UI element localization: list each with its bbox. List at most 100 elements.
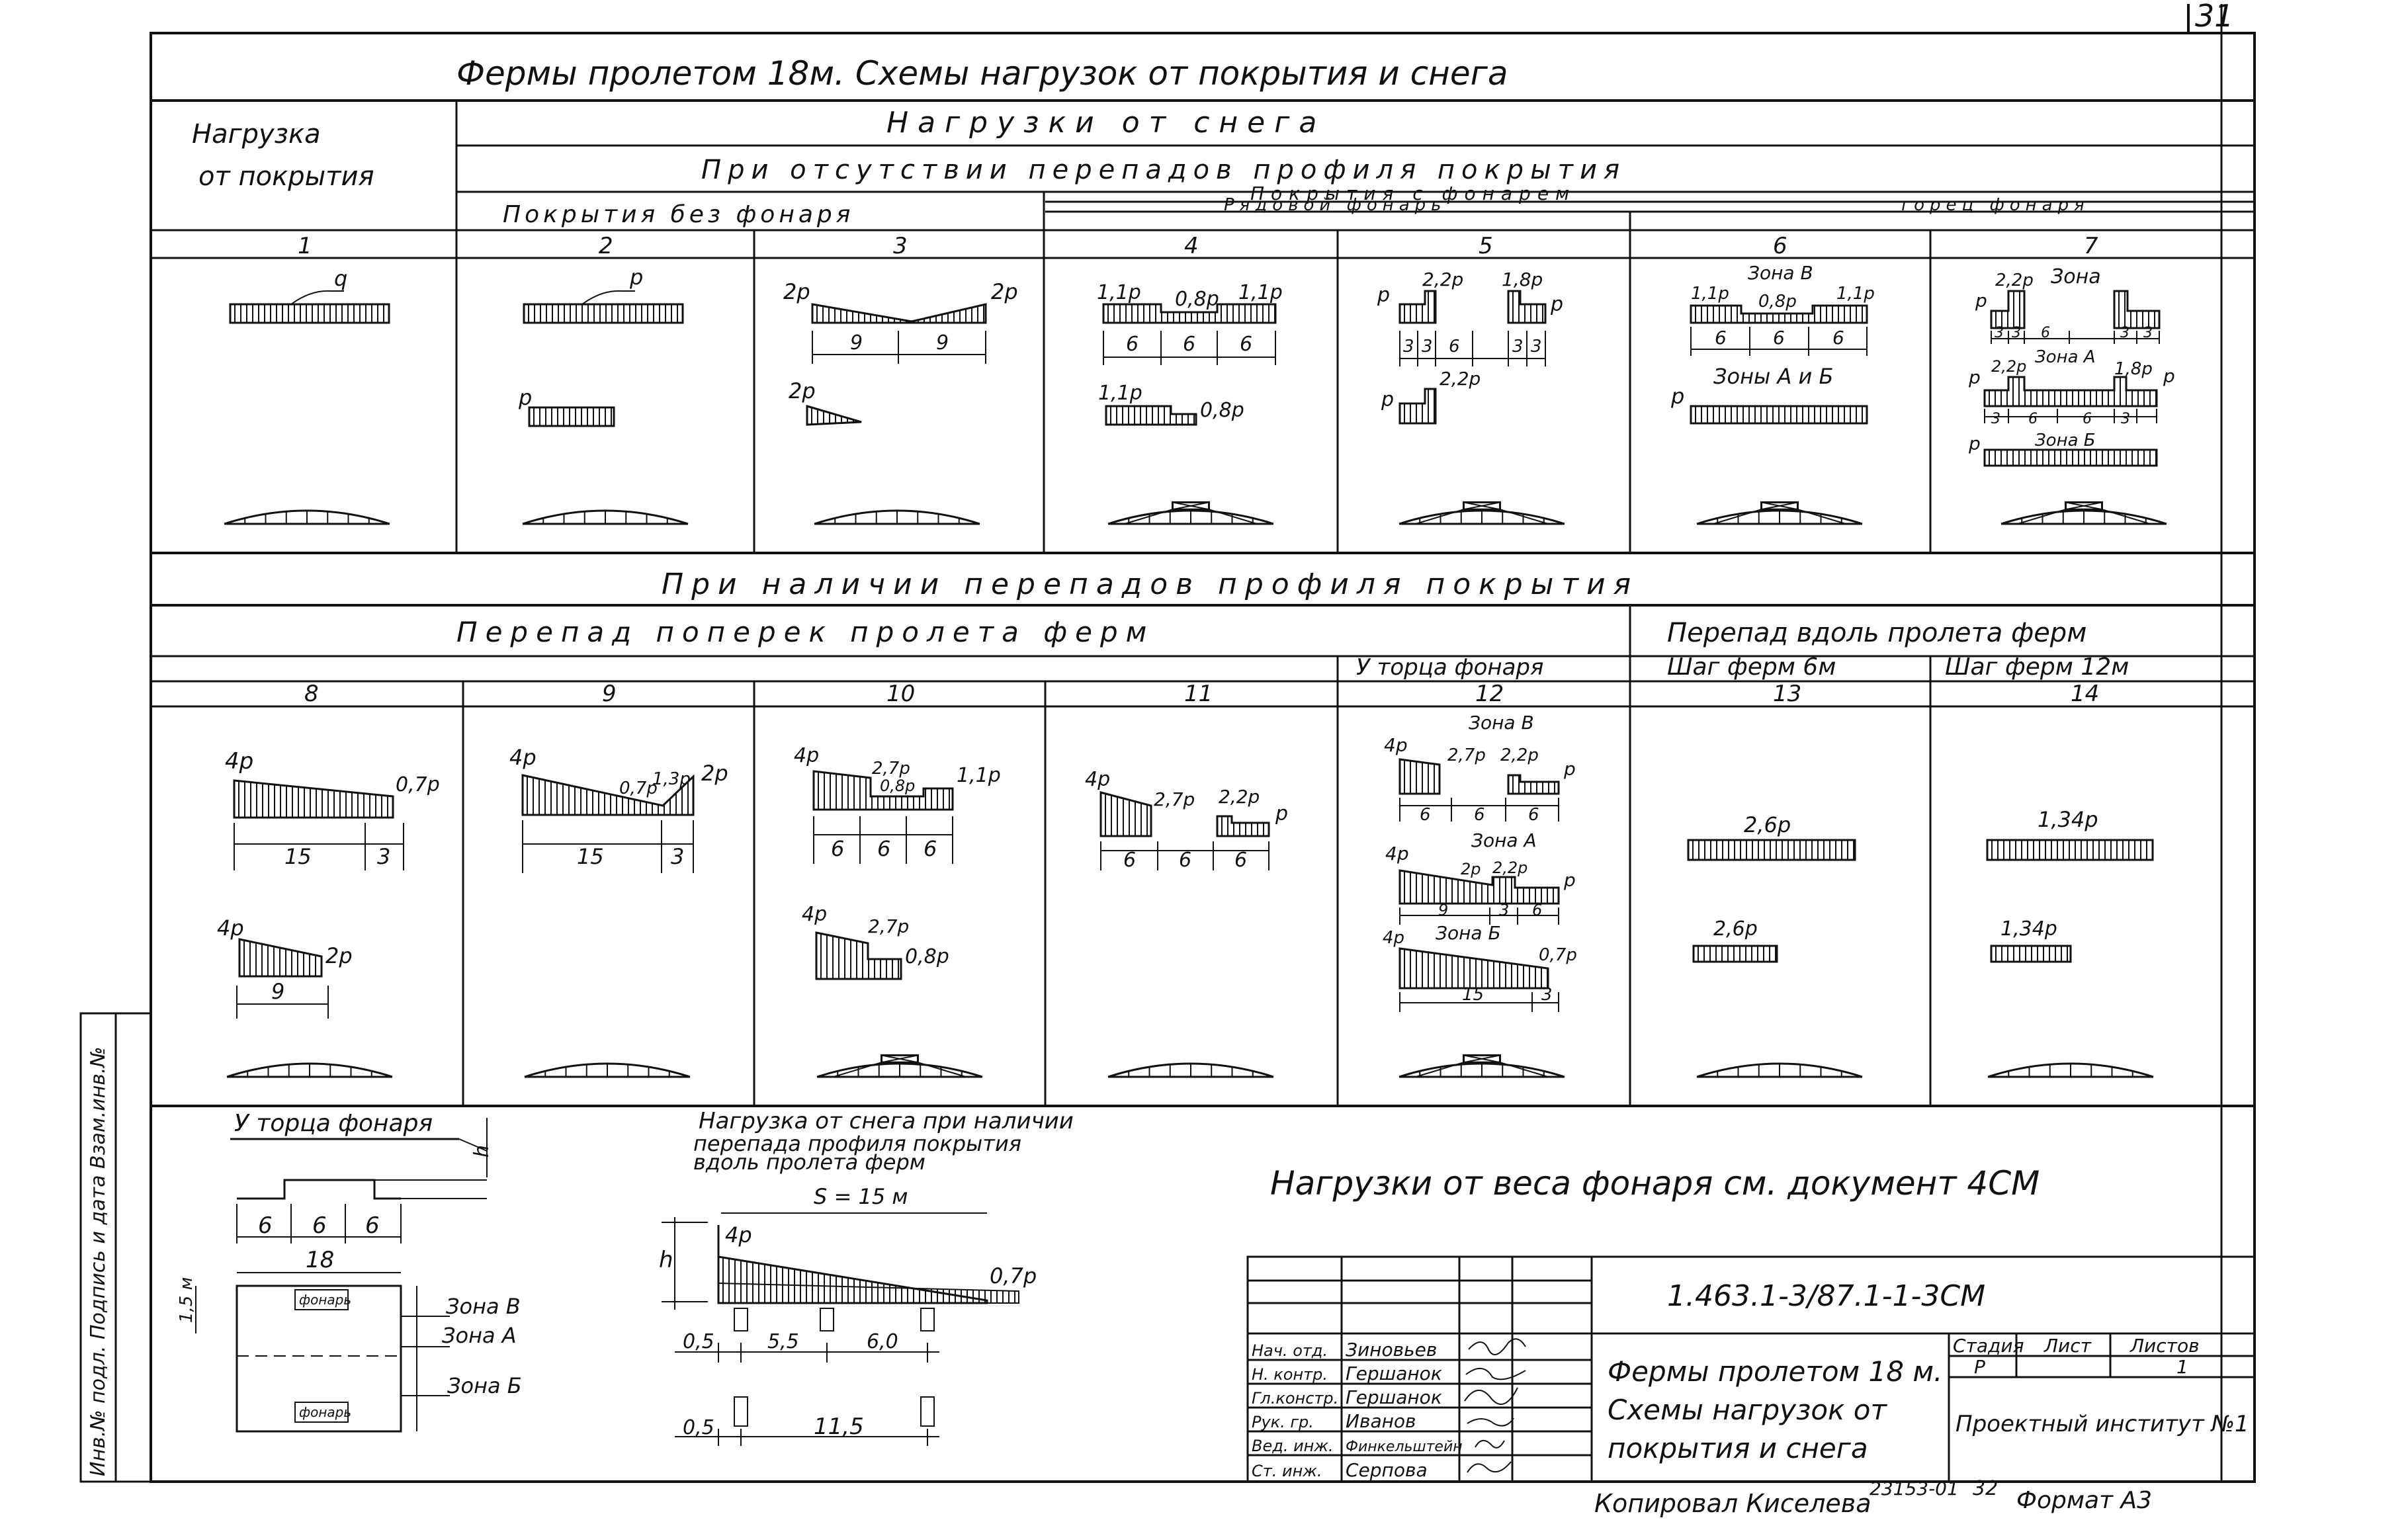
snow-loads-heading: Нагрузки от снега — [886, 106, 1326, 140]
dim-label: 6 — [258, 1212, 273, 1239]
hatch-lines — [816, 304, 984, 323]
truss — [522, 509, 689, 525]
load-label: 2,2p — [1991, 357, 2026, 376]
hatch-lines — [1404, 949, 1548, 988]
frame — [150, 4, 2256, 1483]
name: Гершанок — [1346, 1386, 1442, 1408]
hatch-lines — [1404, 291, 1435, 323]
load-label: 2p — [789, 378, 816, 403]
zone-label: Зона Б — [2035, 431, 2096, 450]
detail-h: h — [470, 1145, 494, 1158]
hatch-lines — [1512, 291, 1543, 323]
at-lantern-end-heading: У торца фонаря — [1356, 654, 1543, 681]
stage-value: Р — [1974, 1356, 1985, 1378]
dim-label: 9 — [1438, 901, 1448, 919]
zone-label: Зона В — [446, 1294, 521, 1319]
hatch-lines — [1404, 759, 1435, 794]
name: Гершанок — [1346, 1363, 1442, 1384]
drop-across-heading: Перепад поперек пролета ферм — [456, 616, 1154, 648]
title-block-text: 1.463.1-3/87.1-1-3СМ Фермы пролетом 18 м… — [1252, 1279, 2249, 1481]
load-label: 2,7p — [1447, 745, 1486, 765]
dim-label: 6 — [1126, 333, 1139, 356]
dim-label: 6 — [1123, 849, 1136, 872]
side-strip-text: Инв.№ подл. Подпись и дата Взам.инв.№ — [87, 1046, 110, 1476]
dim-label: 5,5 — [767, 1330, 799, 1353]
load-label: 2,2p — [1995, 271, 2034, 290]
load-block — [811, 303, 987, 324]
truss — [2000, 501, 2167, 525]
roof-load-line2: от покрытия — [198, 161, 374, 192]
hatch-lines — [2118, 291, 2155, 328]
load-label: 2,2p — [1219, 786, 1260, 808]
load-block — [528, 406, 615, 427]
load-label: 0,7p — [990, 1263, 1037, 1288]
cell-number: 7 — [2084, 233, 2098, 259]
dim-label: 3 — [1512, 337, 1524, 357]
load-label: 2,2p — [1422, 269, 1463, 290]
dim-label: 6 — [1234, 849, 1247, 872]
load-label: 4p — [509, 745, 537, 770]
step12-heading: Шаг ферм 12м — [1945, 654, 2129, 681]
cell-number: 10 — [886, 681, 915, 707]
name: Серпова — [1346, 1459, 1428, 1481]
dim-label: 3 — [2120, 325, 2129, 341]
load-label: 2,2p — [1492, 859, 1527, 877]
lantern-label: фонарь — [299, 1292, 351, 1308]
zone-label: Зона Б — [1436, 922, 1501, 944]
row-lantern-heading: Рядовой фонарь — [1224, 195, 1447, 215]
dim-label: 3 — [1531, 337, 1542, 357]
detail-title: перепада профиля покрытия — [693, 1131, 1021, 1156]
load-block — [238, 938, 323, 978]
load-block — [1398, 290, 1437, 324]
truss — [816, 1054, 983, 1078]
load-label: p — [1968, 433, 1981, 454]
dim-label: 6 — [1532, 901, 1542, 919]
load-label: p — [518, 385, 532, 410]
load-label: p — [1381, 388, 1394, 411]
side-strip: Инв.№ подл. Подпись и дата Взам.инв.№ — [79, 1012, 152, 1483]
cell-4: 1,1p 0,8p 1,1p 6 6 6 1,1p 0,8p — [1097, 281, 1283, 426]
stamp-title: Схемы нагрузок от — [1608, 1394, 1887, 1426]
dim-label: 11,5 — [814, 1414, 864, 1440]
dim-label: 3 — [1422, 337, 1433, 357]
name: Финкельштейн — [1346, 1439, 1463, 1455]
truss — [1107, 1062, 1274, 1078]
with-drops-heading: При наличии перепадов профиля покрытия — [662, 568, 1639, 601]
no-lantern-heading: Покрытия без фонаря — [503, 201, 854, 228]
load-label: p — [1377, 284, 1390, 307]
load-label: 2p — [701, 761, 728, 786]
zone-label: Зоны А и Б — [1713, 364, 1833, 389]
dim-label: 3 — [1403, 337, 1414, 357]
load-label: 2p — [1461, 860, 1481, 878]
stage-header: Стадия — [1953, 1335, 2024, 1357]
dim-label: 6 — [365, 1212, 380, 1239]
dim-label: 3 — [377, 844, 390, 869]
load-label: 2p — [783, 279, 810, 304]
dim-label: 6 — [1449, 337, 1460, 357]
dim-label: 3 — [2121, 411, 2130, 427]
load-label: 1,1p — [1238, 281, 1283, 304]
load-label: 4p — [1384, 734, 1408, 756]
load-label: p — [2163, 365, 2175, 387]
cell-14: 1,34p 1,34p — [1986, 807, 2154, 963]
truss — [1987, 1062, 2154, 1078]
load-label: p — [1968, 366, 1981, 388]
dim-label: 6 — [2083, 411, 2092, 427]
load-block — [1398, 758, 1441, 795]
zone-label: Зона В — [1469, 712, 1534, 734]
cell-1: q — [229, 266, 390, 324]
lantern-end-detail: У торца фонаря h 6 6 6 18 фонарь фонарь … — [177, 1110, 522, 1433]
truss — [1398, 1054, 1565, 1078]
zone-label: Зона А — [442, 1323, 517, 1348]
cell-3: 2p 2p 9 9 2p — [783, 279, 1018, 426]
truss — [814, 509, 980, 525]
load-label: 4p — [725, 1222, 752, 1247]
dim-label: 9 — [271, 979, 284, 1004]
no-drops-heading: При отсутствии перепадов профиля покрыти… — [701, 155, 1626, 185]
truss — [1398, 501, 1565, 525]
load-label: 2p — [325, 943, 353, 968]
load-block — [815, 931, 902, 980]
load-block — [1687, 839, 1856, 861]
load-label: 4p — [1385, 843, 1409, 865]
load-block — [1983, 448, 2158, 467]
